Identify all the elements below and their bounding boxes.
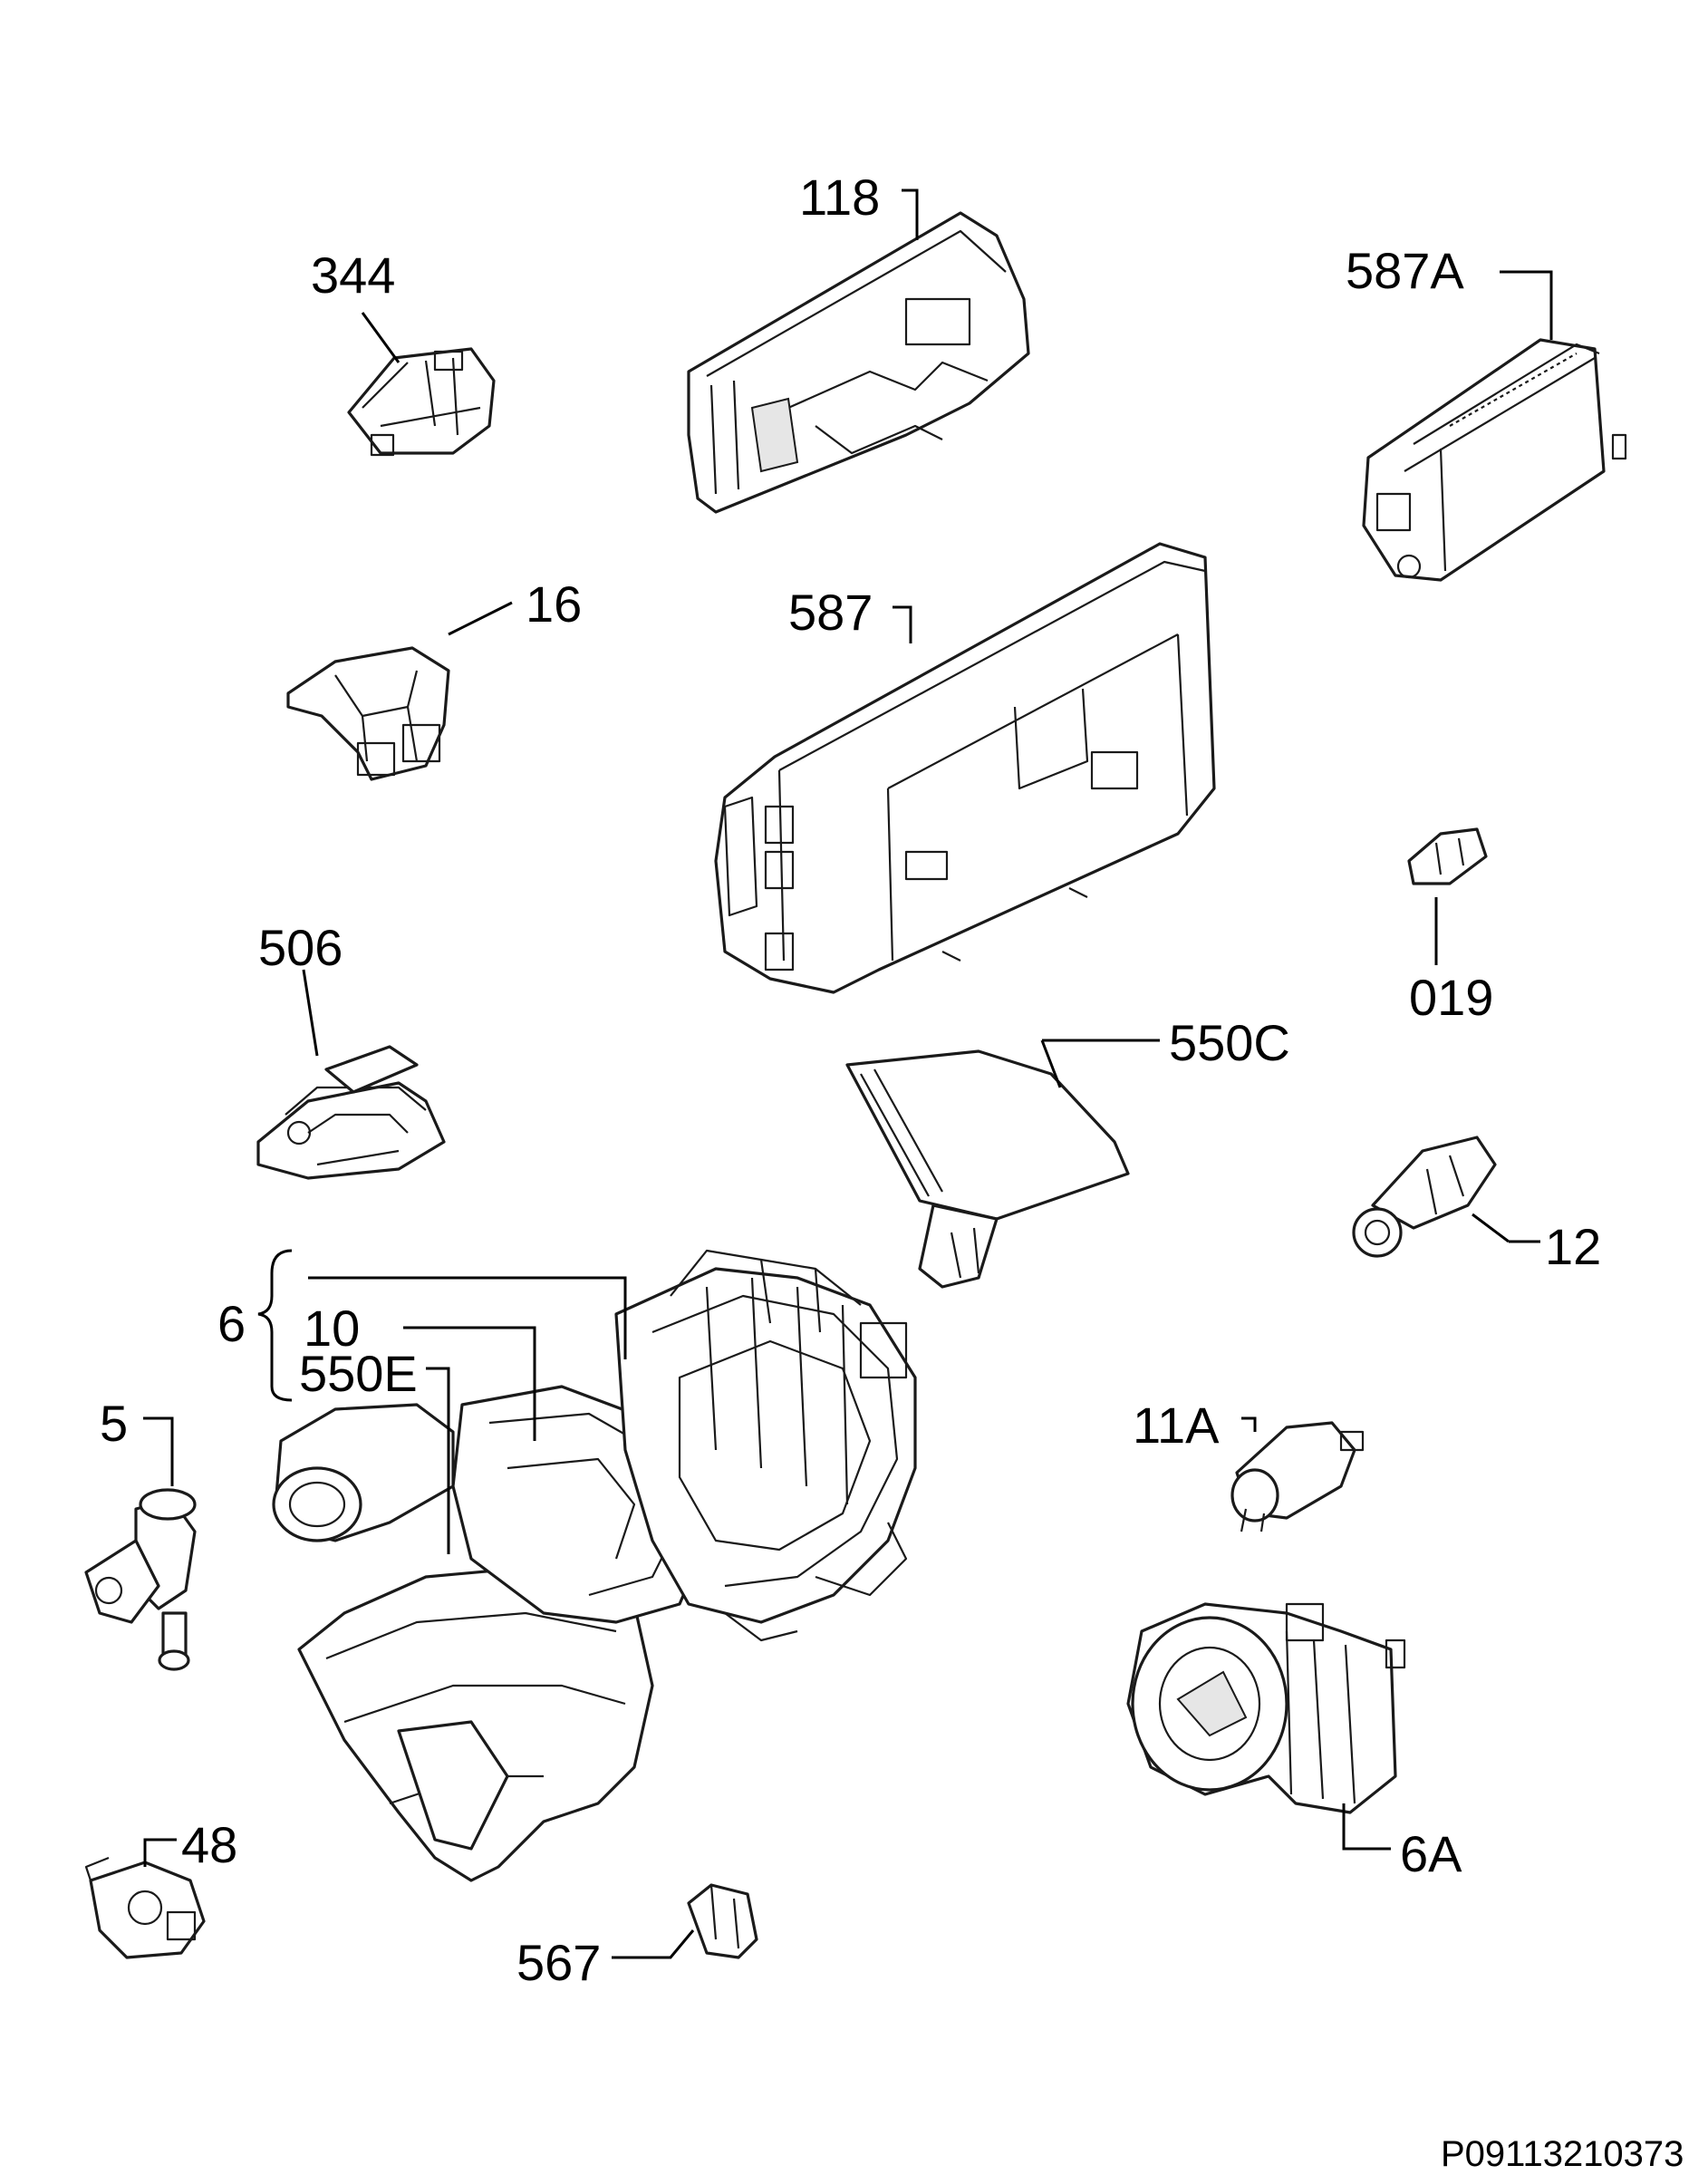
part-506-float-switch [256, 1045, 446, 1180]
part-48-sensor [84, 1856, 206, 1959]
part-567-clip [687, 1883, 758, 1959]
part-6-circulation-pump-assembly [272, 1249, 917, 1882]
label-10: 10 [304, 1300, 360, 1357]
label-118: 118 [799, 169, 880, 226]
label-550C: 550C [1169, 1014, 1290, 1071]
drawing-code: P09113210373 [1441, 2134, 1684, 2174]
label-11A: 11A [1133, 1397, 1220, 1454]
part-11A-motor [1230, 1421, 1365, 1532]
part-587A-module [1362, 338, 1627, 582]
label-019: 019 [1409, 969, 1493, 1026]
part-019-connector [1407, 827, 1488, 885]
label-5: 5 [100, 1395, 128, 1452]
label-6: 6 [217, 1295, 246, 1352]
label-506: 506 [258, 919, 343, 976]
label-550E: 550E [299, 1345, 418, 1402]
part-118-cover [687, 211, 1030, 514]
part-344-switch [347, 347, 496, 457]
part-587-control-board-housing [714, 542, 1216, 994]
part-6A-drain-pump [1126, 1602, 1406, 1814]
label-16: 16 [526, 575, 582, 633]
label-567: 567 [516, 1934, 601, 1991]
label-344: 344 [311, 246, 395, 304]
part-5-inlet-valve [84, 1488, 197, 1671]
label-12: 12 [1545, 1218, 1601, 1275]
part-550C-cover [845, 1049, 1130, 1289]
leader-lines [143, 188, 1553, 1959]
part-12-sensor [1352, 1136, 1497, 1258]
label-48: 48 [181, 1816, 237, 1873]
part-16-door-lock [286, 646, 450, 781]
label-587: 587 [788, 584, 873, 641]
label-587A: 587A [1346, 242, 1464, 299]
label-6A: 6A [1400, 1825, 1462, 1882]
